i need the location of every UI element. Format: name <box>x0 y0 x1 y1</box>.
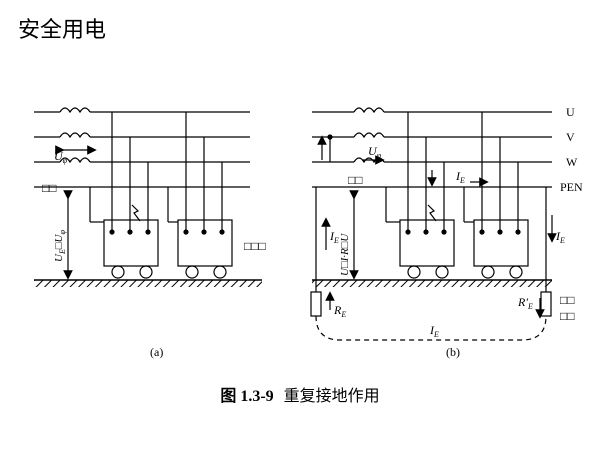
figure-caption: 图 1.3-9 重复接地作用 <box>0 382 600 406</box>
voltage-equation-b: U□I·R□U <box>339 233 351 276</box>
right-label-1: □□ <box>560 293 575 307</box>
panel-a: Uφ □□ □□□ UE□Uφ (a) <box>34 107 266 359</box>
panel-b-label: (b) <box>446 345 460 359</box>
figure-number: 图 1.3-9 <box>220 388 274 405</box>
ie-label-right: IE <box>555 229 565 245</box>
re-label: RE <box>333 303 346 319</box>
line-label-w: W <box>566 155 578 169</box>
panel-a-label: (a) <box>150 345 163 359</box>
break-label-b: □□ <box>348 173 363 187</box>
panel-b: U V W PEN Uφ □□ IE IE IE IE U□I·R□U RE R… <box>310 105 583 359</box>
right-label-2: □□ <box>560 309 575 323</box>
line-label-v: V <box>566 130 575 144</box>
re2-label: R′E <box>517 295 533 311</box>
line-label-pen: PEN <box>560 180 583 194</box>
uphi-label-b: Uφ <box>368 144 382 160</box>
ie-label-top: IE <box>455 169 465 185</box>
ie-label-bottom: IE <box>429 323 439 339</box>
ue-equation-a: UE□Uφ <box>53 230 67 262</box>
ie-label-left: IE <box>329 229 339 245</box>
break-label-a: □□ <box>42 181 57 195</box>
figure-caption-text: 重复接地作用 <box>283 386 380 405</box>
device-label-a: □□□ <box>244 239 266 253</box>
line-label-u: U <box>566 105 575 119</box>
page-title: 安全用电 <box>18 18 107 43</box>
uphi-label-a: Uφ <box>54 149 68 165</box>
